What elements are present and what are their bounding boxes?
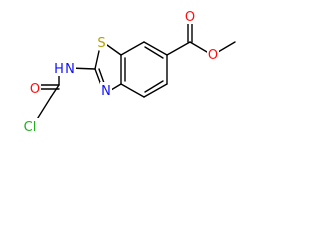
bond-cl-ch2 [35,96,52,122]
bond-c2-n3-2 [98,68,105,84]
bond-c7-c6-inner [144,46,164,59]
bond-s-c7a [106,44,122,56]
bond-c7-c6 [143,41,168,56]
sulfur-atom-label: S [97,36,105,51]
bond-ester-c-o-single [189,41,208,53]
ring-nitrogen-label: N [101,84,111,99]
structure-diagram: S H N N O Cl O O [21,8,236,135]
bond-c7a-c7 [120,41,145,56]
bond-o-methyl [217,41,236,53]
bond-c6-ester-c [166,41,191,56]
ester-carbonyl-oxygen-label: O [185,10,195,25]
bond-c5-c4-inner [144,80,164,93]
bond-n3-c3a [110,83,122,91]
bond-c2-s [94,50,100,70]
amide-oxygen-label: O [30,82,40,97]
amide-hydrogen-label: H [54,62,64,77]
chlorine-atom-label: Cl [24,120,37,135]
bond-c4-c3a [120,83,145,98]
amide-nitrogen-label: N [65,62,75,77]
bond-c5-c4 [143,83,168,98]
bond-ch2-carbonyl [50,84,60,98]
ester-ether-oxygen-label: O [208,48,218,63]
atom-labels: S H N N O Cl O O [21,8,219,135]
